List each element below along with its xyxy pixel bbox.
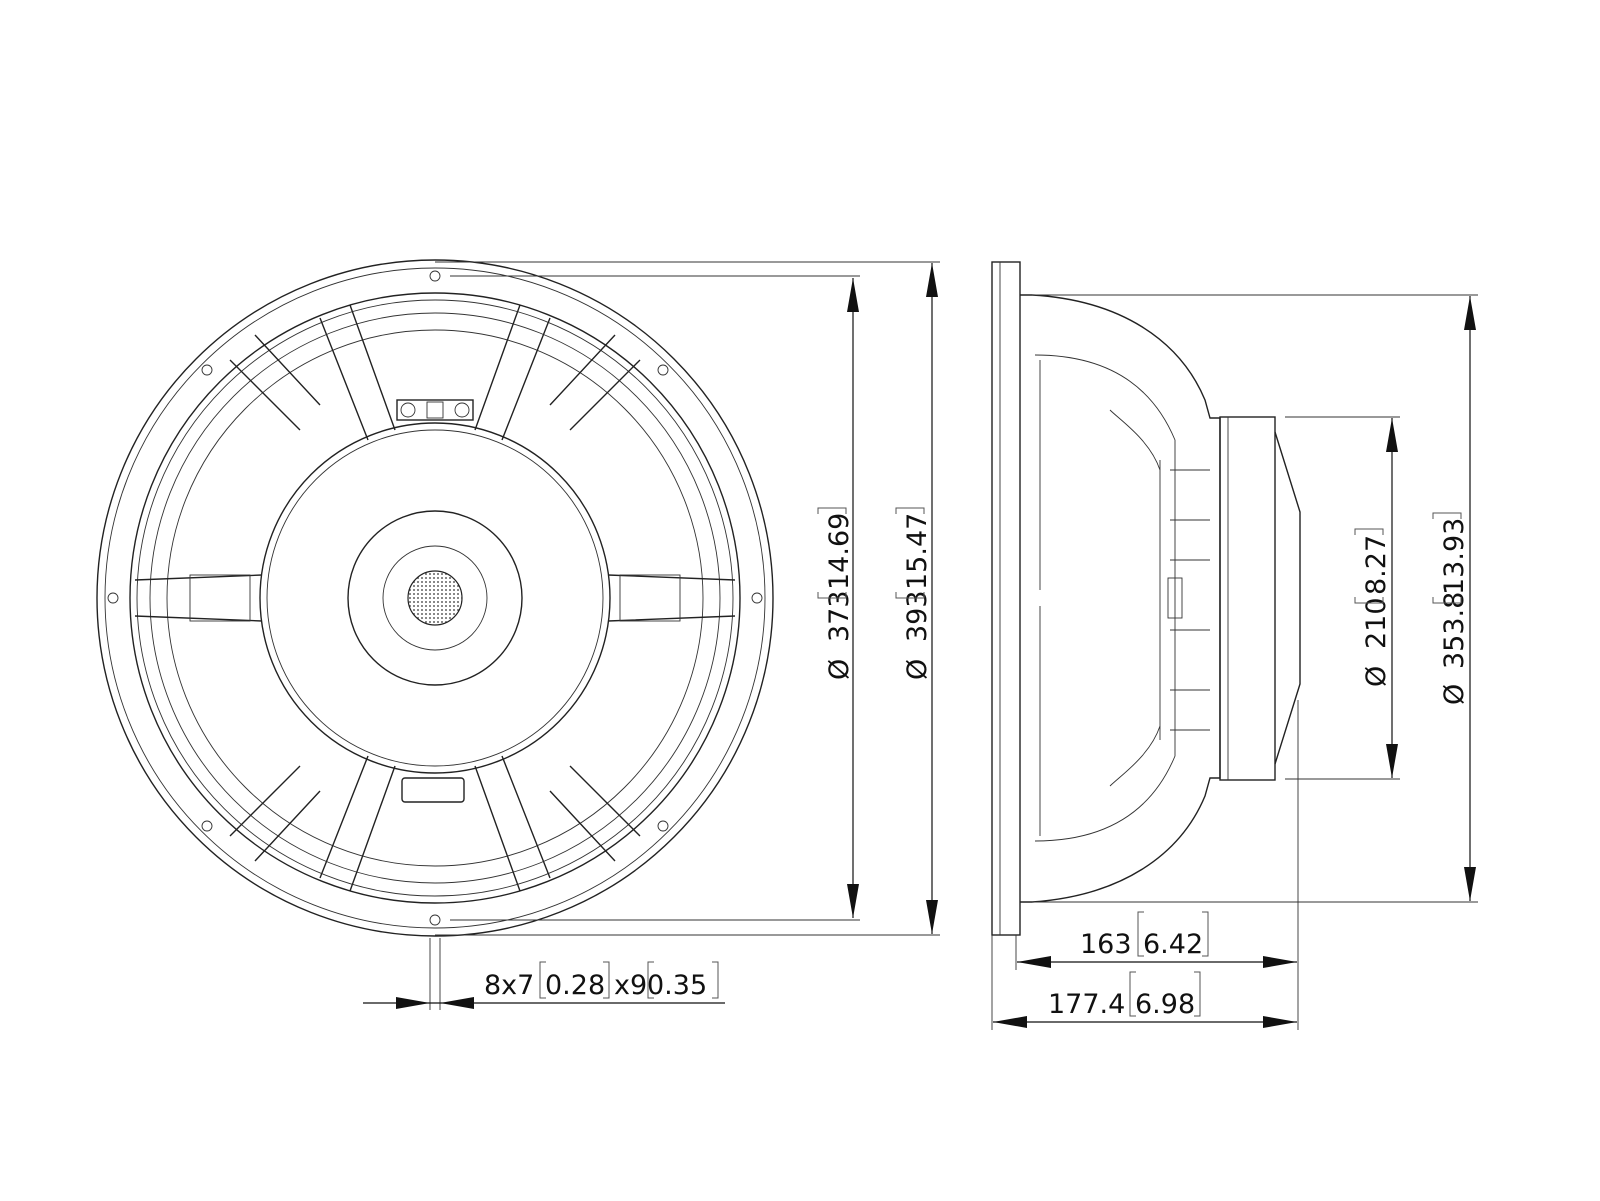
dim-flange: 8x7 0.28 x9 0.35 bbox=[484, 961, 719, 1001]
svg-text:14.69: 14.69 bbox=[824, 513, 855, 590]
svg-text:13.93: 13.93 bbox=[1439, 518, 1470, 595]
dim-163: 163 6.42 bbox=[1080, 911, 1209, 960]
front-view bbox=[96, 259, 774, 937]
svg-text:x9: x9 bbox=[614, 970, 647, 1001]
svg-text:Ø: Ø bbox=[1439, 684, 1470, 705]
svg-text:0.35: 0.35 bbox=[647, 970, 707, 1001]
svg-text:8.27: 8.27 bbox=[1361, 535, 1392, 595]
side-view bbox=[991, 261, 1301, 936]
basket-spokes bbox=[134, 304, 736, 892]
svg-text:8x7: 8x7 bbox=[484, 970, 534, 1001]
diameter-symbol: Ø bbox=[824, 659, 855, 680]
mounting-hole-icons bbox=[107, 270, 763, 926]
svg-text:163: 163 bbox=[1080, 929, 1132, 960]
dim-210: Ø 210 8.27 bbox=[1354, 528, 1392, 687]
svg-text:373: 373 bbox=[824, 590, 855, 642]
dust-cap-vent bbox=[407, 570, 463, 626]
svg-text:6.42: 6.42 bbox=[1143, 929, 1203, 960]
terminal bbox=[396, 399, 474, 803]
dim-177-4: 177.4 6.98 bbox=[1048, 971, 1201, 1020]
dim-373: Ø 373 14.69 bbox=[817, 507, 855, 680]
dim-393: Ø 393 15.47 bbox=[895, 507, 933, 680]
svg-text:Ø: Ø bbox=[1361, 666, 1392, 687]
dimension-lines bbox=[363, 261, 1478, 1030]
svg-text:210: 210 bbox=[1361, 597, 1392, 649]
svg-text:353.8: 353.8 bbox=[1439, 592, 1470, 669]
svg-text:6.98: 6.98 bbox=[1135, 989, 1195, 1020]
svg-text:Ø: Ø bbox=[902, 659, 933, 680]
svg-text:393: 393 bbox=[902, 590, 933, 642]
svg-text:177.4: 177.4 bbox=[1048, 989, 1125, 1020]
svg-text:0.28: 0.28 bbox=[545, 970, 605, 1001]
svg-text:15.47: 15.47 bbox=[902, 513, 933, 590]
dim-353-8: Ø 353.8 13.93 bbox=[1432, 512, 1470, 705]
